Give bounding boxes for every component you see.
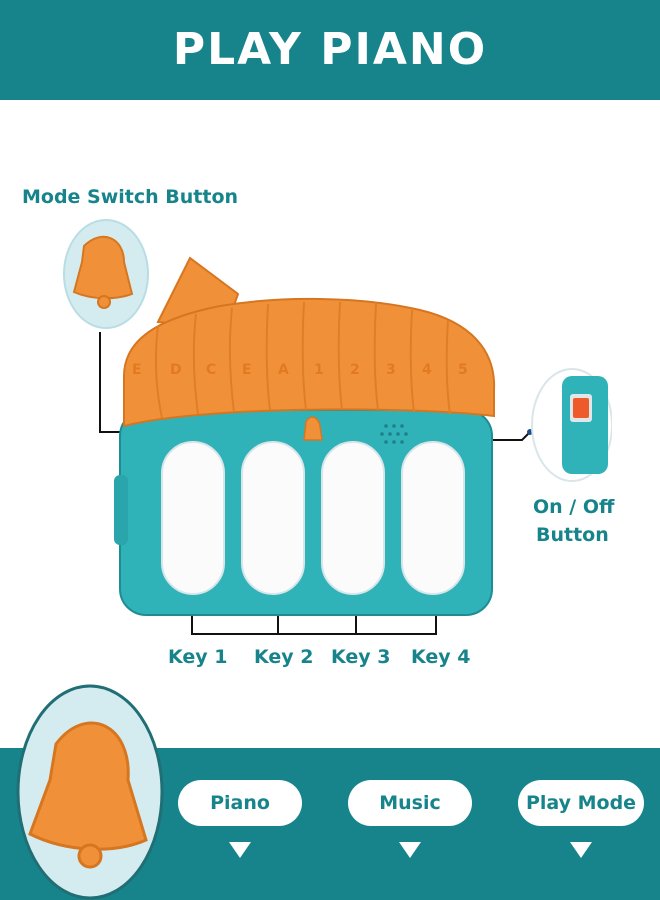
piano-mode-label: Piano Mode: [178, 780, 302, 860]
roof-letter: D: [170, 362, 182, 378]
roof-letter: A: [278, 362, 289, 378]
music-mode-label: Music Mode: [348, 780, 472, 860]
roof-letter: 1: [314, 362, 324, 378]
piano-toy: [114, 256, 496, 616]
down-arrow-icon: [399, 842, 421, 858]
mode-switch-large-zoom: [16, 684, 164, 900]
play-mode-label: Play Mode: [518, 780, 644, 826]
key-label-2: Key 2: [254, 646, 314, 668]
roof-letter: E: [242, 362, 252, 378]
bell-icon: [28, 721, 148, 869]
roof-letter: 2: [350, 362, 360, 378]
roof-letter: C: [206, 362, 217, 378]
roof-letter: E: [132, 362, 142, 378]
roof-letter: 3: [386, 362, 396, 378]
key-label-3: Key 3: [331, 646, 391, 668]
roof-letter: 4: [422, 362, 432, 378]
power-switch-icon: [573, 398, 589, 418]
top-banner: [0, 0, 660, 100]
on-off-callout-line2: Button: [536, 524, 609, 546]
key-label-1: Key 1: [168, 646, 228, 668]
roof-letters: E D C E A 1 2 3 4 5: [132, 362, 502, 384]
page-title: PLAY PIANO: [172, 24, 488, 75]
speaker-icon: [380, 424, 408, 444]
down-arrow-icon: [229, 842, 251, 858]
key-label-4: Key 4: [411, 646, 471, 668]
bell-icon: [72, 235, 134, 309]
mode-switch-callout-label: Mode Switch Button: [22, 186, 239, 208]
down-arrow-icon: [570, 842, 592, 858]
on-off-callout-line1: On / Off: [533, 496, 615, 518]
mode-switch-zoom-circle: [63, 219, 149, 329]
on-off-zoom-circle: [531, 368, 612, 482]
roof-letter: 5: [458, 362, 468, 378]
